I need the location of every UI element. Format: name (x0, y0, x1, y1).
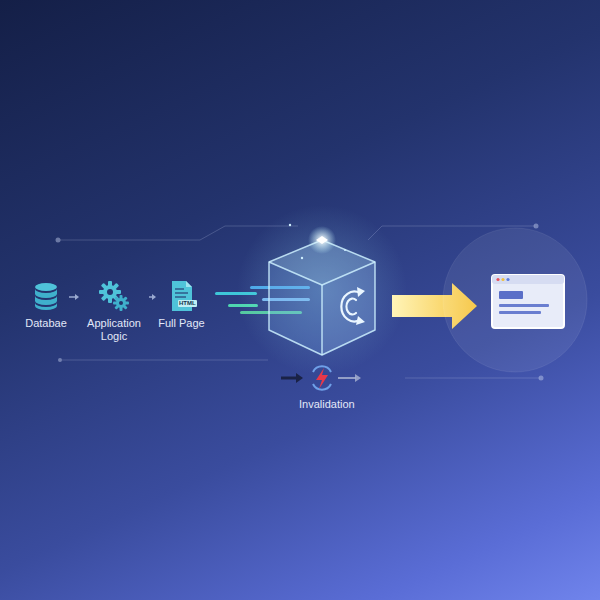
node-icon (97, 279, 131, 313)
cache-cube (237, 205, 407, 375)
node-icon (29, 279, 63, 313)
invalidation-icon (281, 366, 361, 389)
flow-arrow (69, 294, 79, 300)
node-label: Databae (25, 317, 67, 330)
caption-label: Invalidation (299, 398, 355, 411)
browser-window (443, 228, 587, 372)
icon-node: Application Logic (81, 279, 147, 343)
node-label: Application Logic (81, 317, 147, 343)
icon-node: Full Page HTML (158, 279, 205, 330)
flow-arrow (149, 294, 156, 300)
node-icon (165, 279, 199, 313)
node-label: Full Page (158, 317, 205, 330)
icon-node: Databae (25, 279, 67, 330)
icon-tag: HTML (178, 300, 197, 307)
